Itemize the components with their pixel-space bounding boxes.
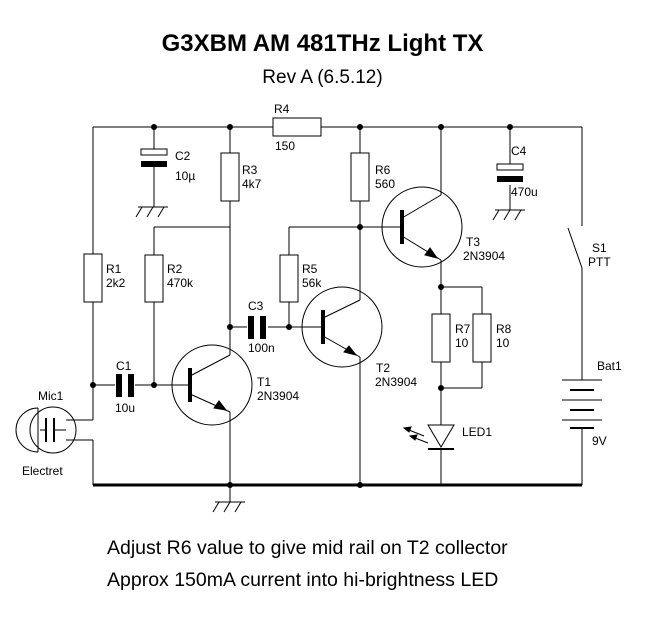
ground-symbol-c2 xyxy=(135,206,168,218)
transistor-t2 xyxy=(301,286,383,368)
label-c4-value: 470u xyxy=(511,185,538,199)
schematic-title: G3XBM AM 481THz Light TX xyxy=(161,30,484,57)
ground-symbol-c4 xyxy=(492,209,525,221)
label-c2-ref: C2 xyxy=(175,149,191,163)
label-r6-value: 560 xyxy=(375,177,395,191)
label-t2-value: 2N3904 xyxy=(375,375,417,389)
label-r5-value: 56k xyxy=(302,276,322,290)
switch-s1 xyxy=(567,227,583,269)
label-r7-value: 10 xyxy=(455,336,469,350)
capacitor-c1 xyxy=(116,374,134,397)
label-r8-ref: R8 xyxy=(496,322,512,336)
ground-symbol-main xyxy=(212,485,245,513)
label-mic1-ref: Mic1 xyxy=(38,389,64,403)
resistor-r6 xyxy=(350,152,370,202)
led-led1 xyxy=(402,424,455,450)
label-s1-value: PTT xyxy=(588,255,611,269)
label-c4-ref: C4 xyxy=(511,144,527,158)
resistor-r7 xyxy=(431,313,451,363)
label-r4-ref: R4 xyxy=(274,102,290,116)
label-c2-value: 10µ xyxy=(175,169,195,183)
label-c3-ref: C3 xyxy=(248,299,264,313)
label-r1-ref: R1 xyxy=(106,262,122,276)
resistor-r1 xyxy=(83,253,103,303)
label-r6-ref: R6 xyxy=(375,163,391,177)
resistor-r2 xyxy=(144,254,164,303)
capacitor-c3 xyxy=(248,316,266,339)
label-c3-value: 100n xyxy=(248,341,275,355)
label-r4-value: 150 xyxy=(275,139,295,153)
capacitor-c2 xyxy=(140,148,168,167)
label-r2-ref: R2 xyxy=(167,262,183,276)
label-c1-value: 10u xyxy=(115,401,135,415)
wiring xyxy=(75,126,583,485)
label-r2-value: 470k xyxy=(167,276,194,290)
capacitor-c4 xyxy=(496,163,524,182)
label-t3-value: 2N3904 xyxy=(463,249,505,263)
label-c1-ref: C1 xyxy=(116,359,132,373)
resistor-r4 xyxy=(272,117,322,137)
label-r8-value: 10 xyxy=(496,336,510,350)
label-r5-ref: R5 xyxy=(302,262,318,276)
resistor-r3 xyxy=(220,152,240,202)
resistor-r5 xyxy=(279,254,299,303)
label-r1-value: 2k2 xyxy=(106,276,126,290)
label-t2-ref: T2 xyxy=(376,361,390,375)
note-r6-adjust: Adjust R6 value to give mid rail on T2 c… xyxy=(107,537,508,559)
label-t1-value: 2N3904 xyxy=(257,389,299,403)
microphone-mic1 xyxy=(15,406,77,454)
label-bat1-value: 9V xyxy=(592,434,607,448)
note-led-current: Approx 150mA current into hi-brightness … xyxy=(107,569,499,591)
label-bat1-ref: Bat1 xyxy=(597,359,622,373)
junction-dots xyxy=(90,124,513,488)
transistor-t3 xyxy=(381,186,463,268)
transistor-t1 xyxy=(171,344,253,426)
label-led1-ref: LED1 xyxy=(462,425,492,439)
label-r3-ref: R3 xyxy=(242,163,258,177)
battery-bat1 xyxy=(562,379,602,429)
label-mic1-value: Electret xyxy=(22,464,63,478)
resistor-r8 xyxy=(472,313,492,363)
schematic-revision: Rev A (6.5.12) xyxy=(262,67,383,88)
label-r3-value: 4k7 xyxy=(242,177,262,191)
label-t3-ref: T3 xyxy=(466,235,480,249)
label-t1-ref: T1 xyxy=(257,375,271,389)
label-r7-ref: R7 xyxy=(455,322,471,336)
label-s1-ref: S1 xyxy=(592,241,607,255)
